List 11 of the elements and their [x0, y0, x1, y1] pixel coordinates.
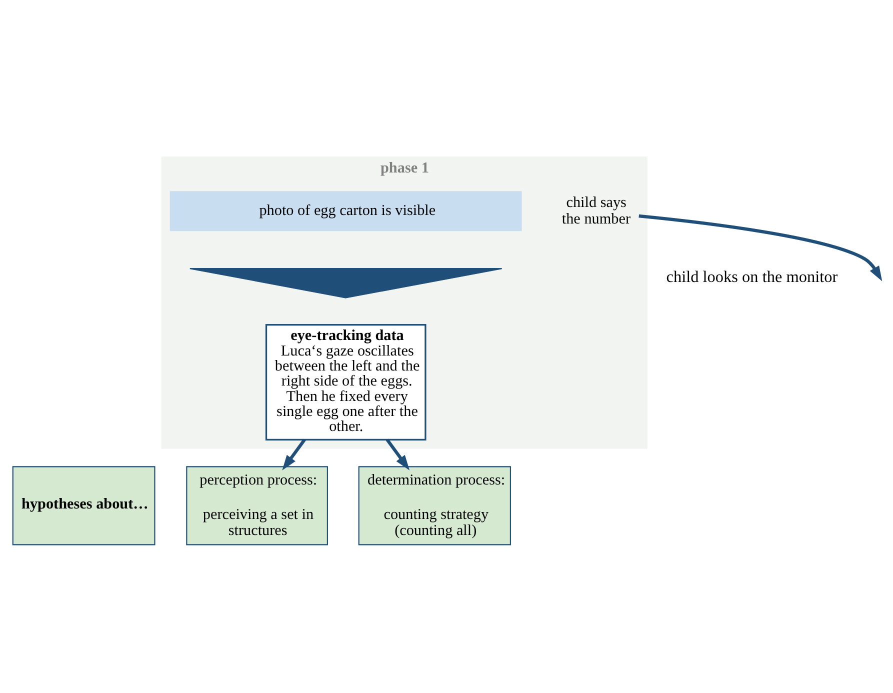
arrow: [638, 214, 882, 282]
node-box: eye-tracking data Luca‘s gaze oscillates between the left and the right side of the eggs. Then he fixed every single egg one after the other.: [265, 324, 426, 440]
node-box: perception process: perceiving a set in structures: [186, 466, 328, 546]
node-box: photo of egg carton is visible: [170, 191, 522, 232]
node-triangle: [189, 268, 502, 298]
arrow: [282, 438, 306, 470]
node-text: child says the number: [562, 194, 631, 228]
node-box: hypotheses about…: [12, 466, 156, 546]
arrow: [386, 438, 410, 470]
node-box: determination process: counting strategy (counting all): [358, 466, 511, 546]
label: child looks on the monitor: [666, 268, 838, 286]
